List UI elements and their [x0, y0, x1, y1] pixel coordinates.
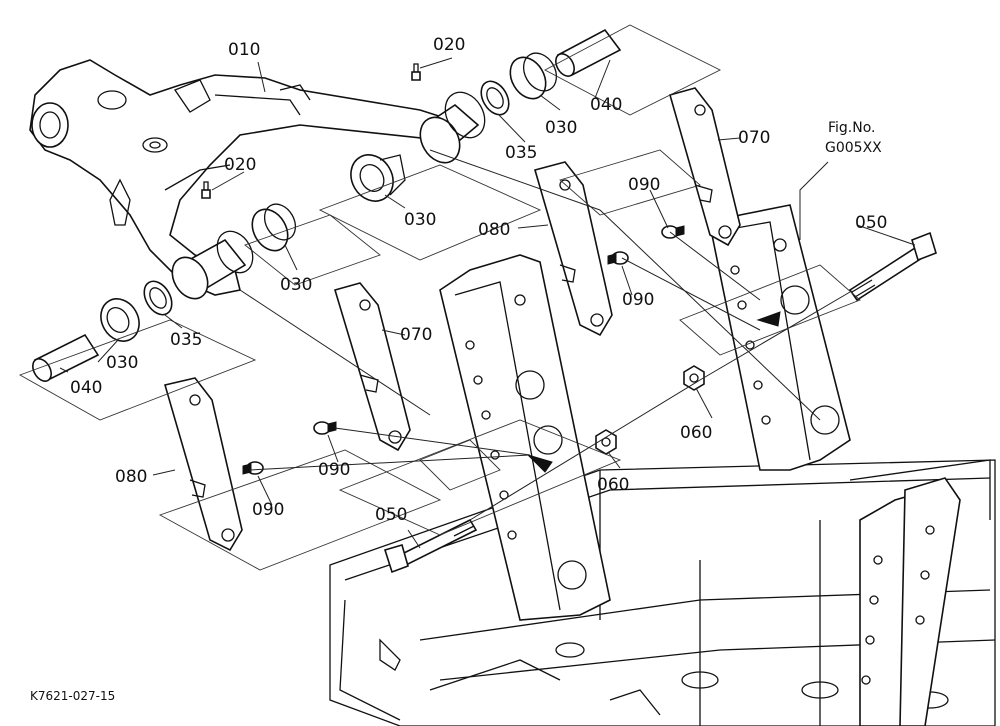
callout-070-mid: 070 — [400, 325, 432, 345]
callout-040-top: 040 — [590, 95, 622, 115]
front-bracket-plate-center — [439, 254, 611, 621]
rear-bracket-plate-right — [709, 204, 851, 471]
washer-035-top — [480, 80, 510, 116]
bolt-090-d — [242, 461, 264, 475]
callout-labels: 010 020 020 030 030 030 030 035 035 040 … — [30, 35, 887, 703]
side-rail-right — [859, 477, 961, 726]
callout-030-a: 030 — [404, 210, 436, 230]
bushing-030-upper-right — [509, 52, 558, 100]
leader-lines — [59, 57, 916, 549]
callout-030-c: 030 — [280, 275, 312, 295]
assembly-planes — [18, 24, 861, 571]
callout-035-top: 035 — [505, 143, 537, 163]
pivot-tube-upper — [419, 91, 486, 164]
drawing-code: K7621-027-15 — [30, 689, 115, 703]
callout-090-b: 090 — [622, 290, 654, 310]
plate-080-left — [163, 377, 243, 552]
callout-030-b: 030 — [545, 118, 577, 138]
bolt-090-c — [313, 421, 337, 435]
nut-060-right — [683, 365, 705, 391]
figure-number-label: Fig.No. — [828, 120, 876, 136]
nut-060-mid — [595, 429, 617, 455]
callout-040-low: 040 — [70, 378, 102, 398]
callout-080-right: 080 — [478, 220, 510, 240]
bolt-050-left — [383, 518, 478, 574]
callout-020-top: 020 — [433, 35, 465, 55]
pin-040-top — [555, 28, 622, 77]
plate-070-right — [669, 87, 741, 247]
callout-080-left: 080 — [115, 467, 147, 487]
callout-010: 010 — [228, 40, 260, 60]
grease-fitting-020-top — [411, 63, 421, 81]
callout-020-mid: 020 — [224, 155, 256, 175]
callout-050-right: 050 — [855, 213, 887, 233]
bolt-050-right — [848, 231, 937, 302]
washer-035-low — [143, 280, 173, 316]
callout-050-left: 050 — [375, 505, 407, 525]
bushing-030-lower-left — [100, 298, 140, 342]
callout-030-d: 030 — [106, 353, 138, 373]
assembly-lines — [239, 149, 851, 521]
callout-090-d: 090 — [252, 500, 284, 520]
figure-number-code: G005XX — [825, 140, 882, 156]
callout-090-c: 090 — [318, 460, 350, 480]
bushing-030-lower-right — [251, 203, 297, 252]
pin-040-low — [32, 333, 100, 382]
callout-090-a: 090 — [628, 175, 660, 195]
callout-035-low: 035 — [170, 330, 202, 350]
bolt-090-a — [661, 225, 685, 239]
callout-070-right: 070 — [738, 128, 770, 148]
pivot-tube-lower — [171, 230, 254, 300]
callout-060-right: 060 — [680, 423, 712, 443]
front-axle-bracket-010 — [29, 59, 446, 296]
plate-080-right — [534, 161, 613, 337]
bolt-090-b — [607, 251, 629, 265]
plate-070-mid — [333, 282, 411, 452]
bushing-030-upper-left — [350, 154, 406, 202]
grease-fitting-020-mid — [201, 181, 211, 199]
callout-060-mid: 060 — [597, 475, 629, 495]
